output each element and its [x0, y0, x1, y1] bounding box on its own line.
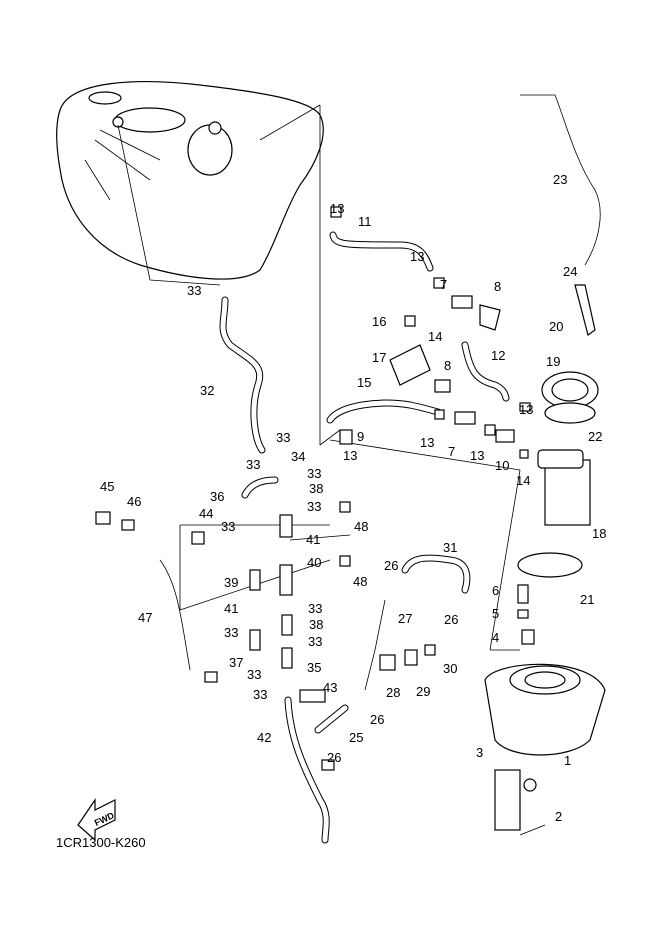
small-components: [95, 206, 531, 771]
callout-41: 41: [224, 601, 238, 616]
callout-8: 8: [494, 279, 501, 294]
callout-23: 23: [553, 172, 567, 187]
callout-33: 33: [307, 466, 321, 481]
callout-13: 13: [410, 249, 424, 264]
callout-19: 19: [546, 354, 560, 369]
callout-33: 33: [224, 625, 238, 640]
callout-33: 33: [247, 667, 261, 682]
callout-16: 16: [372, 314, 386, 329]
callout-2: 2: [555, 809, 562, 824]
frame-line: [117, 104, 341, 446]
callout-3: 3: [476, 745, 483, 760]
callout-35: 35: [307, 660, 321, 675]
callout-25: 25: [349, 730, 363, 745]
callout-17: 17: [372, 350, 386, 365]
callout-28: 28: [386, 685, 400, 700]
callout-47: 47: [138, 610, 152, 625]
callout-5: 5: [492, 606, 499, 621]
callout-6: 6: [492, 583, 499, 598]
callout-33: 33: [308, 601, 322, 616]
callout-33: 33: [187, 283, 201, 298]
callout-46: 46: [127, 494, 141, 509]
callout-36: 36: [210, 489, 224, 504]
callout-9: 9: [357, 429, 364, 444]
callout-48: 48: [353, 574, 367, 589]
callout-4: 4: [492, 630, 499, 645]
callout-31: 31: [443, 540, 457, 555]
callout-15: 15: [357, 375, 371, 390]
callout-7: 7: [440, 277, 447, 292]
callout-40: 40: [307, 555, 321, 570]
callout-27: 27: [398, 611, 412, 626]
callout-26: 26: [327, 750, 341, 765]
hoses: [159, 94, 601, 844]
callout-13: 13: [330, 201, 344, 216]
callout-37: 37: [229, 655, 243, 670]
callout-34: 34: [291, 449, 305, 464]
callout-13: 13: [343, 448, 357, 463]
callout-43: 43: [323, 680, 337, 695]
callout-29: 29: [416, 684, 430, 699]
callout-11: 11: [358, 214, 372, 229]
callout-33: 33: [246, 457, 260, 472]
callout-21: 21: [580, 592, 594, 607]
fuel-tank: [56, 81, 324, 280]
callout-32: 32: [200, 383, 214, 398]
callout-13: 13: [420, 435, 434, 450]
callout-13: 13: [519, 402, 533, 417]
callout-33: 33: [253, 687, 267, 702]
callout-33: 33: [307, 499, 321, 514]
callout-14: 14: [516, 473, 530, 488]
callout-13: 13: [470, 448, 484, 463]
callout-30: 30: [443, 661, 457, 676]
callout-33: 33: [308, 634, 322, 649]
fuel-pump-assembly: [484, 284, 606, 836]
callout-41: 41: [306, 532, 320, 547]
diagram-code: 1CR1300-K260: [56, 835, 146, 850]
callout-39: 39: [224, 575, 238, 590]
callout-22: 22: [588, 429, 602, 444]
callout-26: 26: [384, 558, 398, 573]
callout-48: 48: [354, 519, 368, 534]
callout-33: 33: [276, 430, 290, 445]
callout-14: 14: [428, 329, 442, 344]
callout-26: 26: [444, 612, 458, 627]
callout-10: 10: [495, 458, 509, 473]
callout-33: 33: [221, 519, 235, 534]
callout-7: 7: [448, 444, 455, 459]
callout-18: 18: [592, 526, 606, 541]
callout-44: 44: [199, 506, 213, 521]
callout-38: 38: [309, 617, 323, 632]
callout-12: 12: [491, 348, 505, 363]
fwd-arrow: FWD: [77, 798, 116, 842]
callout-1: 1: [564, 753, 571, 768]
callout-42: 42: [257, 730, 271, 745]
callout-8: 8: [444, 358, 451, 373]
callout-26: 26: [370, 712, 384, 727]
callout-45: 45: [100, 479, 114, 494]
callout-20: 20: [549, 319, 563, 334]
callout-24: 24: [563, 264, 577, 279]
callout-38: 38: [309, 481, 323, 496]
